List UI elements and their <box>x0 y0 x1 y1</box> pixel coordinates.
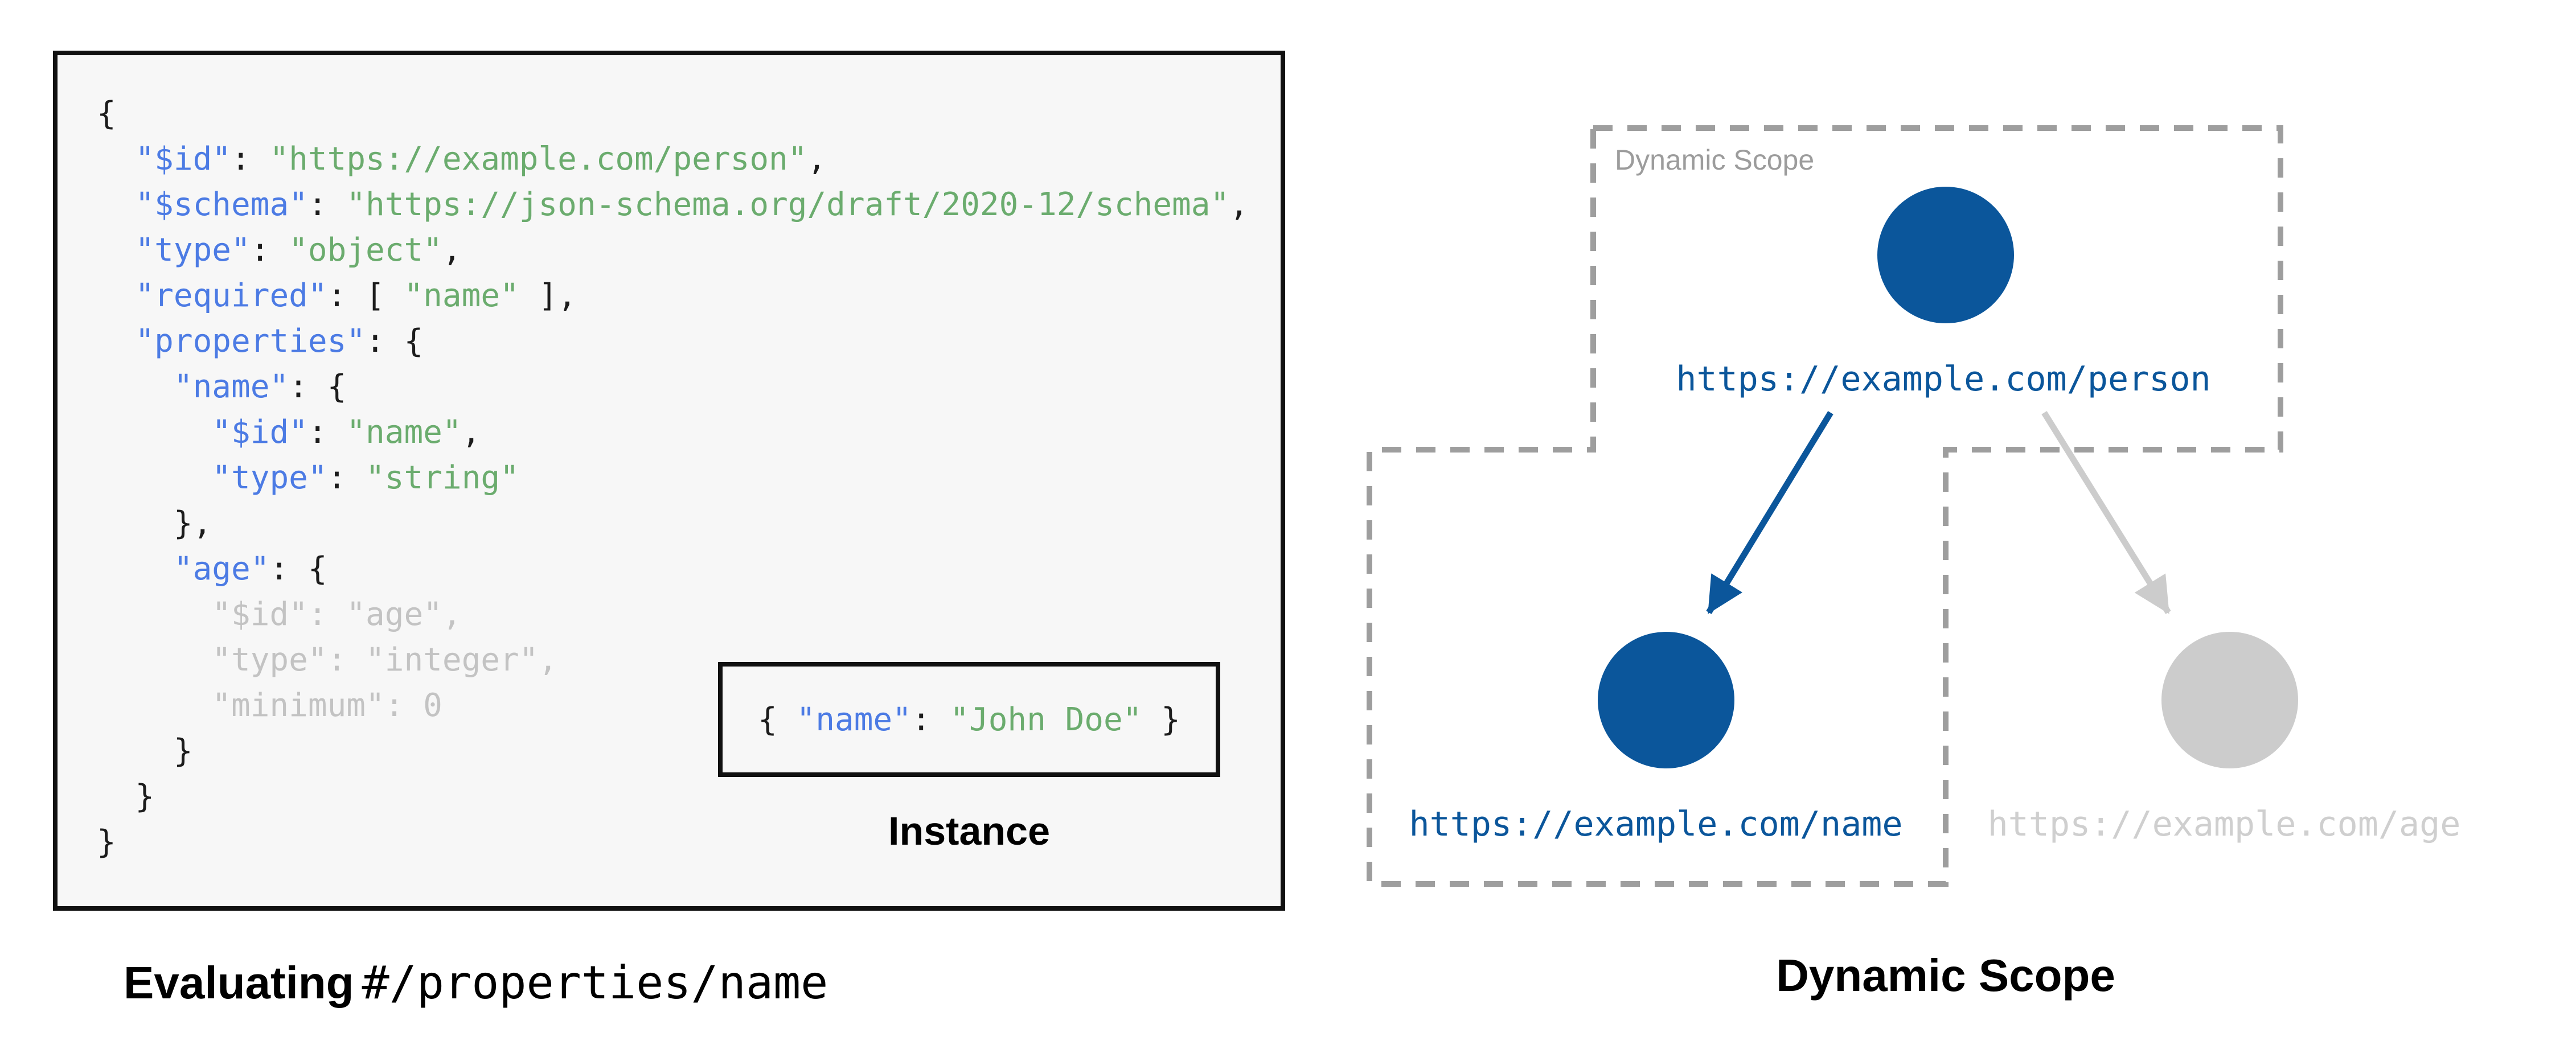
code-token: , <box>442 232 462 269</box>
code-line: "$schema": "https://json-schema.org/draf… <box>97 182 1249 228</box>
code-token: : <box>327 459 366 496</box>
code-token: "name" <box>404 277 519 314</box>
code-token: : <box>911 701 950 738</box>
code-line: "type": "string" <box>97 455 1249 501</box>
scope-region-label: Dynamic Scope <box>1615 144 1815 176</box>
code-token: "type" <box>135 232 251 269</box>
code-token: { <box>97 95 116 132</box>
code-token: : <box>307 414 347 451</box>
code-token: "type" <box>212 459 327 496</box>
caption-json-pointer: #/properties/name <box>362 956 828 1009</box>
code-token: { <box>758 701 797 738</box>
code-token: "age" <box>173 550 270 587</box>
code-token: : <box>250 232 289 269</box>
code-token: "$schema" <box>135 186 308 223</box>
code-token: "string" <box>366 459 519 496</box>
code-token: } <box>97 778 155 815</box>
code-token: "name" <box>346 414 462 451</box>
code-token: "required" <box>135 277 327 314</box>
code-token: : { <box>366 323 424 360</box>
code-token: "$id" <box>212 414 308 451</box>
code-line: "age": { <box>97 546 1249 592</box>
code-token: } <box>1142 701 1180 738</box>
caption-keyword: Evaluating <box>124 957 354 1008</box>
person-to-name-arrow <box>1706 411 1833 614</box>
code-line: } <box>97 729 1249 774</box>
person-node-circle <box>1877 187 2014 323</box>
code-token: "https://json-schema.org/draft/2020-12/s… <box>346 186 1230 223</box>
code-line: "required": [ "name" ], <box>97 273 1249 319</box>
code-token: } <box>97 824 116 861</box>
age-node-label: https://example.com/age <box>1987 804 2461 844</box>
code-line: "minimum": 0 <box>97 683 1249 729</box>
schema-code-panel: { "$id": "https://example.com/person", "… <box>53 51 1285 911</box>
code-token: , <box>1229 186 1249 223</box>
code-token: "$id" <box>135 141 232 178</box>
code-line: }, <box>97 501 1249 546</box>
code-token: }, <box>97 505 212 542</box>
code-token: , <box>807 141 827 178</box>
instance-label: Instance <box>888 809 1050 853</box>
code-line: } <box>97 774 1249 820</box>
code-token: : <box>307 186 347 223</box>
code-token: : [ <box>327 277 404 314</box>
code-token: "name" <box>173 368 289 405</box>
evaluating-caption: Evaluating#/properties/name <box>124 956 828 1009</box>
code-token: : { <box>269 550 327 587</box>
instance-box: { "name": "John Doe" } <box>718 662 1220 777</box>
person-to-age-arrow <box>2041 411 2171 614</box>
code-line: "$id": "https://example.com/person", <box>97 137 1249 182</box>
code-token: , <box>461 414 481 451</box>
name-node-circle <box>1598 632 1734 768</box>
code-token: : { <box>289 368 347 405</box>
code-line: "$id": "age", <box>97 592 1249 637</box>
code-token: "minimum": 0 <box>97 687 442 724</box>
code-line: "name": { <box>97 364 1249 410</box>
code-token: "properties" <box>135 323 366 360</box>
code-line: { <box>97 91 1249 137</box>
code-line: } <box>97 820 1249 865</box>
instance-code: { "name": "John Doe" } <box>758 701 1180 738</box>
code-token: "John Doe" <box>950 701 1142 738</box>
code-line: "$id": "name", <box>97 410 1249 455</box>
dynamic-scope-outline <box>1367 125 2283 887</box>
code-token: "type": "integer", <box>97 641 558 678</box>
code-token: : <box>231 141 270 178</box>
person-node-label: https://example.com/person <box>1676 359 2211 399</box>
name-node-label: https://example.com/name <box>1409 804 1903 844</box>
code-line: "properties": { <box>97 319 1249 364</box>
code-line: "type": "object", <box>97 228 1249 273</box>
age-node-circle <box>2161 632 2298 768</box>
code-token: "object" <box>289 232 442 269</box>
code-token: } <box>97 733 193 770</box>
code-line: "type": "integer", <box>97 637 1249 683</box>
diagram-title: Dynamic Scope <box>1776 950 2115 1001</box>
schema-code: { "$id": "https://example.com/person", "… <box>97 91 1249 865</box>
code-token: "name" <box>796 701 912 738</box>
code-token: "$id": "age", <box>97 596 462 633</box>
code-token: ], <box>519 277 577 314</box>
code-token: "https://example.com/person" <box>269 141 807 178</box>
